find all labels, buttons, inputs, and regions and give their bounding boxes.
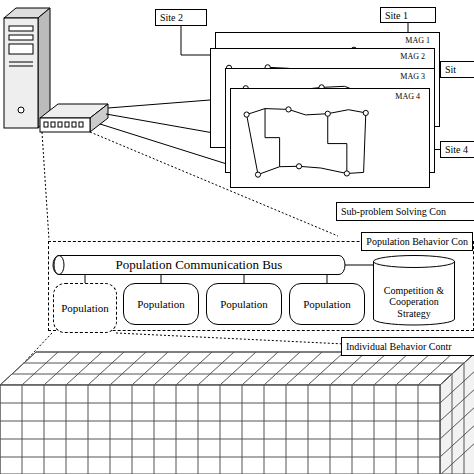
node-label: Population [58, 302, 112, 314]
strategy-store: Competition & Cooperation Strategy [373, 255, 455, 325]
connector-line [327, 275, 328, 283]
node-label: Population Communication Bus [116, 257, 283, 273]
population-box: Population [289, 283, 365, 325]
connector-line [244, 275, 245, 283]
node-label: Population [300, 298, 354, 310]
site-label: Sit [440, 61, 474, 78]
node-label: Site 2 [156, 12, 187, 23]
connector-line [161, 275, 162, 283]
layer-label: Individual Behavior Contr [341, 337, 474, 356]
page-label: MAG 2 [399, 52, 426, 61]
page-label: MAG 4 [394, 92, 421, 101]
page-label: MAG 3 [399, 72, 426, 81]
region-heading: Population Behavior Con [361, 232, 473, 251]
site-label: Site 1 [380, 7, 436, 23]
site-map-page: MAG 4 [230, 88, 430, 188]
population-box: Population [206, 283, 282, 325]
page-label: MAG 1 [404, 36, 431, 45]
population-box: Population [53, 283, 117, 333]
connector-line [408, 23, 409, 32]
node-label: Competition & Cooperation Strategy [376, 285, 452, 320]
switch-icon [40, 104, 108, 132]
network-map [231, 89, 431, 189]
node-label: Sub-problem Solving Con [337, 206, 450, 217]
connector-line [85, 275, 86, 283]
server-icon [4, 8, 50, 128]
site-label: Site 4 [440, 141, 474, 158]
node-label: Site 1 [381, 10, 412, 21]
cube-grid [0, 352, 474, 474]
connector-line [181, 26, 210, 55]
node-label: Site 4 [441, 144, 472, 155]
population-region: Population Behavior ConPopulation Commun… [48, 241, 474, 331]
connector-line [345, 265, 373, 266]
layer-label: Sub-problem Solving Con [336, 202, 474, 221]
node-label: Population [134, 298, 188, 310]
node-label: Sit [441, 64, 460, 75]
node-label: Individual Behavior Contr [342, 341, 456, 352]
site-label: Site 2 [155, 9, 207, 26]
communication-bus: Population Communication Bus [53, 255, 345, 275]
node-label: Population [217, 298, 271, 310]
population-box: Population [123, 283, 199, 325]
